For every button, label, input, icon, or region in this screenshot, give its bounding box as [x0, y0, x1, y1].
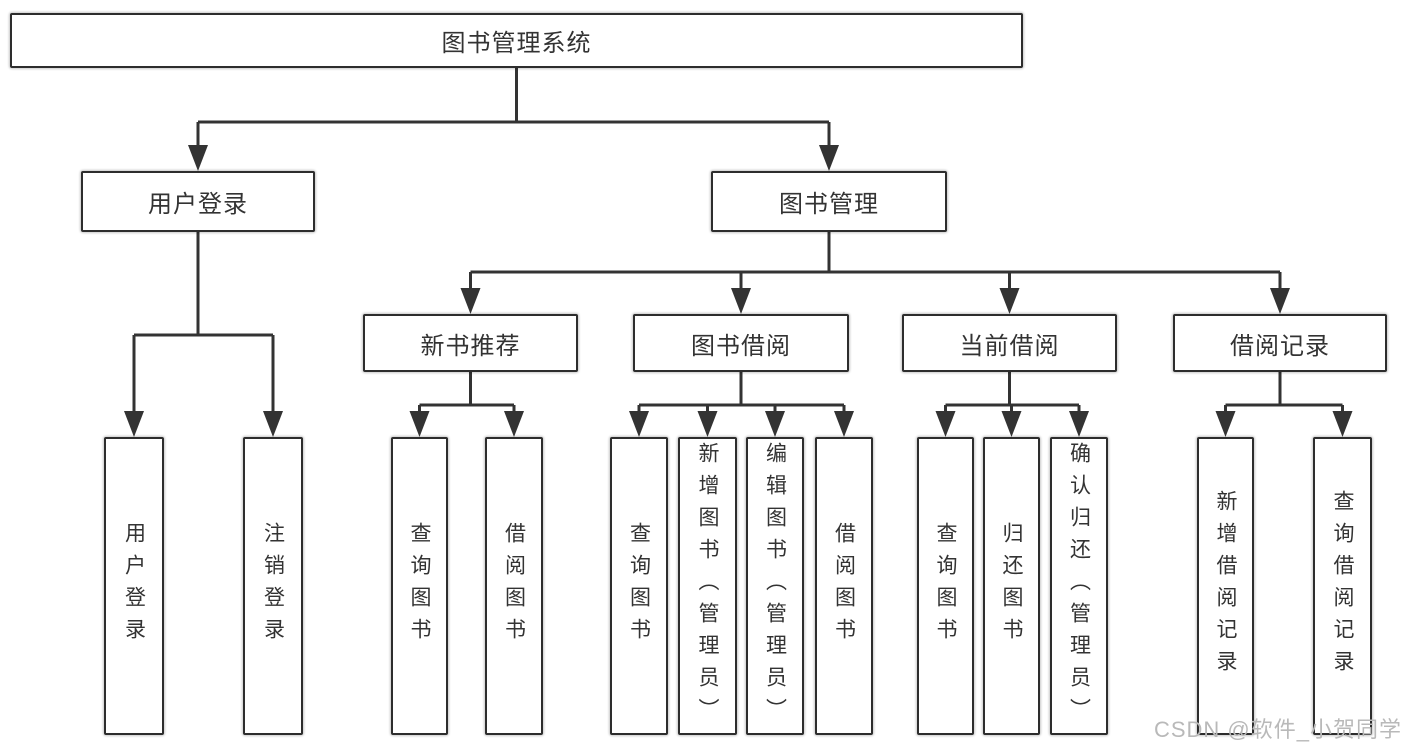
leaf-label: 查询图书 [627, 522, 651, 650]
leaf-label: 查询借阅记录 [1331, 490, 1354, 682]
leaf-label: 新增借阅记录 [1214, 490, 1237, 682]
node-leaf-borrow-books-recommend: 借阅图书 [485, 437, 543, 735]
node-leaf-user-login: 用户登录 [104, 437, 164, 735]
node-leaf-query-borrow-record: 查询借阅记录 [1313, 437, 1372, 735]
node-leaf-borrow-books: 借阅图书 [815, 437, 873, 735]
node-leaf-edit-book-admin: 编辑图书（管理员） [746, 437, 804, 735]
leaf-label: 编辑图书（管理员） [763, 442, 787, 730]
node-leaf-add-borrow-record: 新增借阅记录 [1197, 437, 1254, 735]
node-book-management-branch: 图书管理 [711, 171, 947, 232]
node-new-book-recommendation: 新书推荐 [363, 314, 578, 372]
node-user-login-branch: 用户登录 [81, 171, 315, 232]
leaf-label: 查询图书 [408, 522, 431, 650]
node-leaf-query-books-current: 查询图书 [917, 437, 974, 735]
node-borrowing-records: 借阅记录 [1173, 314, 1387, 372]
node-library-system: 图书管理系统 [10, 13, 1023, 68]
node-book-borrowing: 图书借阅 [633, 314, 849, 372]
leaf-label: 归还图书 [1000, 522, 1023, 650]
leaf-label: 确认归还（管理员） [1067, 442, 1091, 730]
node-leaf-logout: 注销登录 [243, 437, 303, 735]
leaf-label: 新增图书（管理员） [696, 442, 719, 730]
node-leaf-confirm-return-admin: 确认归还（管理员） [1050, 437, 1108, 735]
node-leaf-query-books-borrowing: 查询图书 [610, 437, 668, 735]
leaf-label: 用户登录 [122, 522, 146, 650]
leaf-label: 借阅图书 [832, 522, 856, 650]
node-leaf-query-books-recommend: 查询图书 [391, 437, 448, 735]
leaf-label: 注销登录 [261, 522, 285, 650]
leaf-label: 借阅图书 [502, 522, 526, 650]
node-leaf-add-book-admin: 新增图书（管理员） [678, 437, 737, 735]
node-current-borrowing: 当前借阅 [902, 314, 1117, 372]
csdn-watermark: CSDN @软件_小贺同学 [1153, 717, 1402, 742]
node-leaf-return-book: 归还图书 [983, 437, 1040, 735]
leaf-label: 查询图书 [934, 522, 957, 650]
